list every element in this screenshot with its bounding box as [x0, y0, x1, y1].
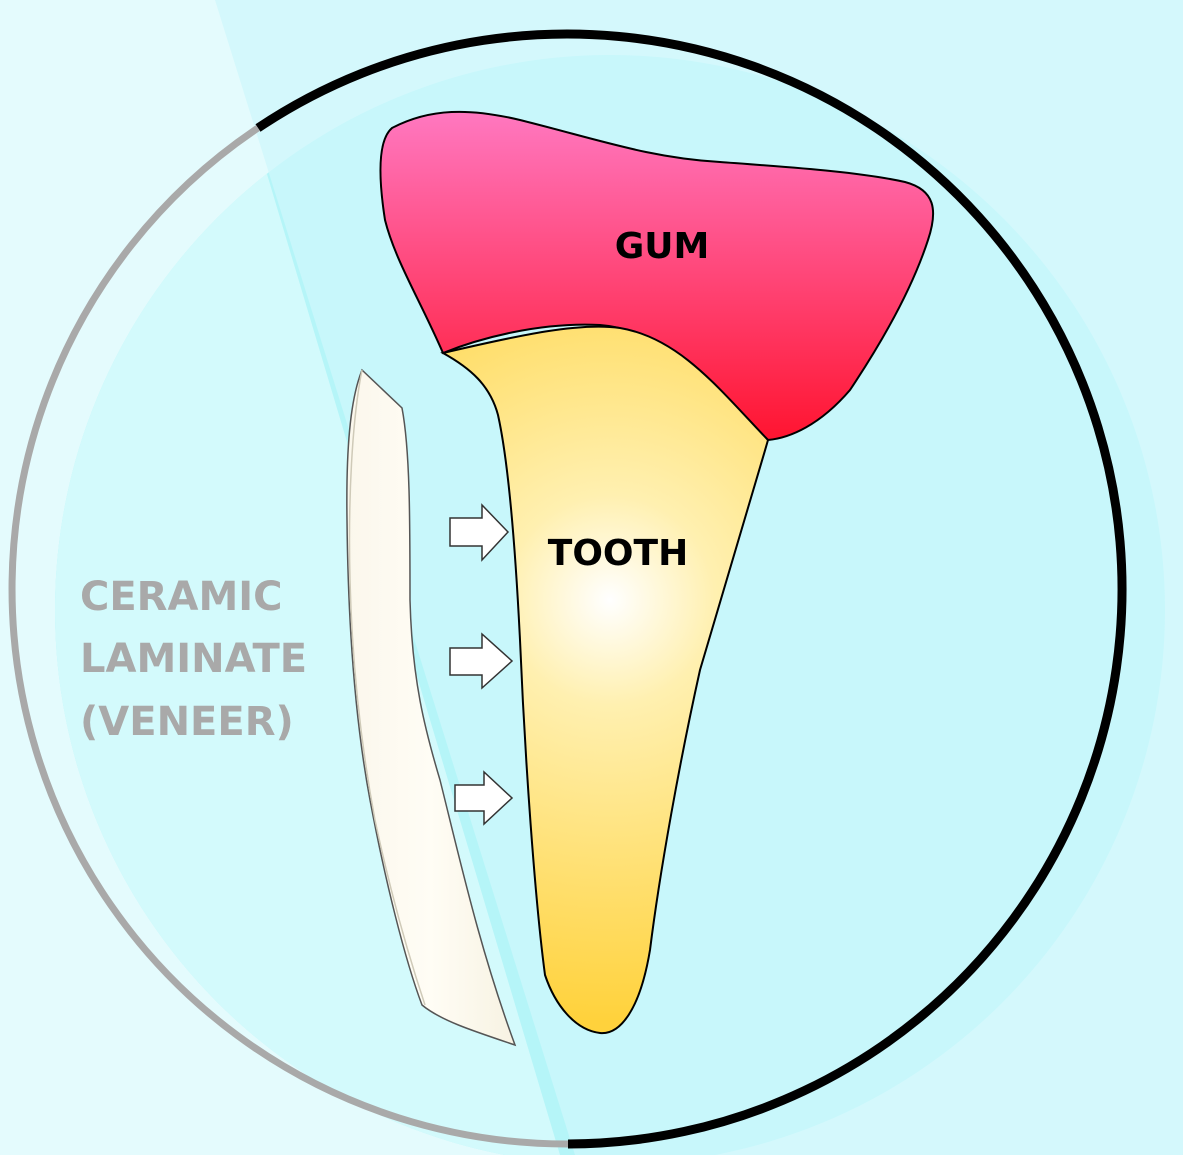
veneer-label-line-3: (VENEER)	[80, 699, 294, 745]
veneer-label-line-1: CERAMIC	[80, 574, 282, 620]
veneer-label-line-2: LAMINATE	[80, 636, 307, 682]
gum-label: GUM	[615, 226, 710, 267]
tooth-label: TOOTH	[548, 533, 688, 574]
